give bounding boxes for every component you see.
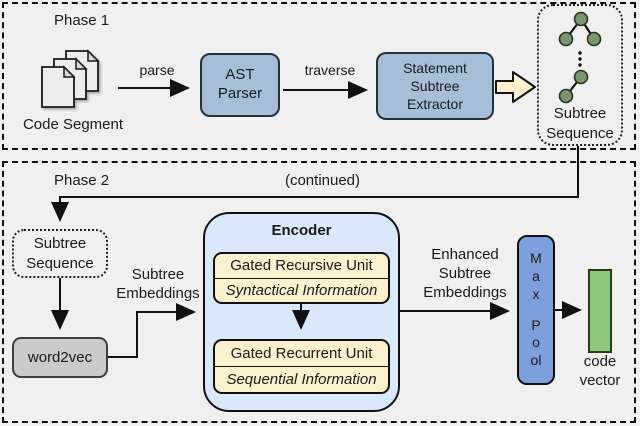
ast-parser-line2: Parser [217, 85, 263, 102]
word2vec-box: word2vec [12, 337, 108, 378]
doc-page-front [41, 65, 76, 108]
gated-recurrent-unit-title: Gated Recurrent Unit [230, 345, 373, 362]
phase1-title: Phase 1 [54, 12, 110, 29]
continued-label: (continued) [284, 172, 361, 189]
subtree-icon-1 [558, 11, 602, 47]
enhanced-subtree-embeddings-label: Enhanced Subtree Embeddings [408, 246, 522, 302]
subtree-sequence2-line1: Subtree [33, 235, 87, 252]
subtree-sequence-box-phase2: Subtree Sequence [12, 229, 108, 278]
word2vec-label: word2vec [27, 349, 93, 366]
ellipsis-icon [578, 51, 582, 67]
gated-recursive-unit-box: Gated Recursive Unit Syntactical Informa… [213, 252, 390, 304]
subtree-icons [558, 11, 602, 104]
enhanced-line3: Embeddings [423, 283, 507, 301]
subtree-sequence-box-phase1: Subtree Sequence [537, 4, 623, 146]
phase2-title: Phase 2 [54, 172, 110, 189]
gated-recurrent-unit-box: Gated Recurrent Unit Sequential Informat… [213, 339, 390, 394]
traverse-label: traverse [304, 62, 356, 78]
code-vector-line1: code [583, 353, 617, 370]
gated-recursive-unit-title: Gated Recursive Unit [230, 257, 373, 274]
max-pool-word1: Max [530, 249, 542, 302]
ast-parser-box: AST Parser [200, 53, 280, 117]
max-pool-word2: Pool [530, 316, 542, 369]
code-vector-line2: vector [579, 371, 621, 389]
enhanced-line1: Enhanced [431, 246, 499, 263]
code-vector-label: code vector [566, 353, 634, 391]
subtree-sequence1-line1: Subtree [553, 105, 607, 122]
code-documents-icon [41, 49, 100, 108]
max-pool-box: Max Pool [517, 235, 555, 385]
code-vector-rect [588, 269, 612, 353]
ast-parser-line1: AST [225, 66, 255, 84]
extractor-line2: Subtree [410, 77, 460, 94]
subtree-icon-2 [558, 69, 589, 104]
subtree-embeddings-line1: Subtree [131, 266, 185, 283]
encoder-box: Encoder Gated Recursive Unit Syntactical… [203, 212, 400, 412]
subtree-embeddings-line2: Embeddings [116, 284, 200, 302]
statement-subtree-extractor-box: Statement Subtree Extractor [376, 52, 494, 120]
extractor-line1: Statement [403, 59, 467, 76]
subtree-embeddings-label: Subtree Embeddings [106, 266, 210, 304]
sequential-information-label: Sequential Information [215, 366, 388, 392]
enhanced-line2: Subtree [438, 264, 492, 282]
parse-label: parse [139, 62, 175, 78]
subtree-sequence2-line2: Sequence [26, 254, 94, 272]
code-segment-label: Code Segment [22, 116, 124, 133]
subtree-sequence1-line2: Sequence [546, 124, 614, 142]
syntactical-information-label: Syntactical Information [215, 278, 388, 302]
extractor-line3: Extractor [406, 96, 463, 113]
encoder-title: Encoder [271, 222, 332, 239]
